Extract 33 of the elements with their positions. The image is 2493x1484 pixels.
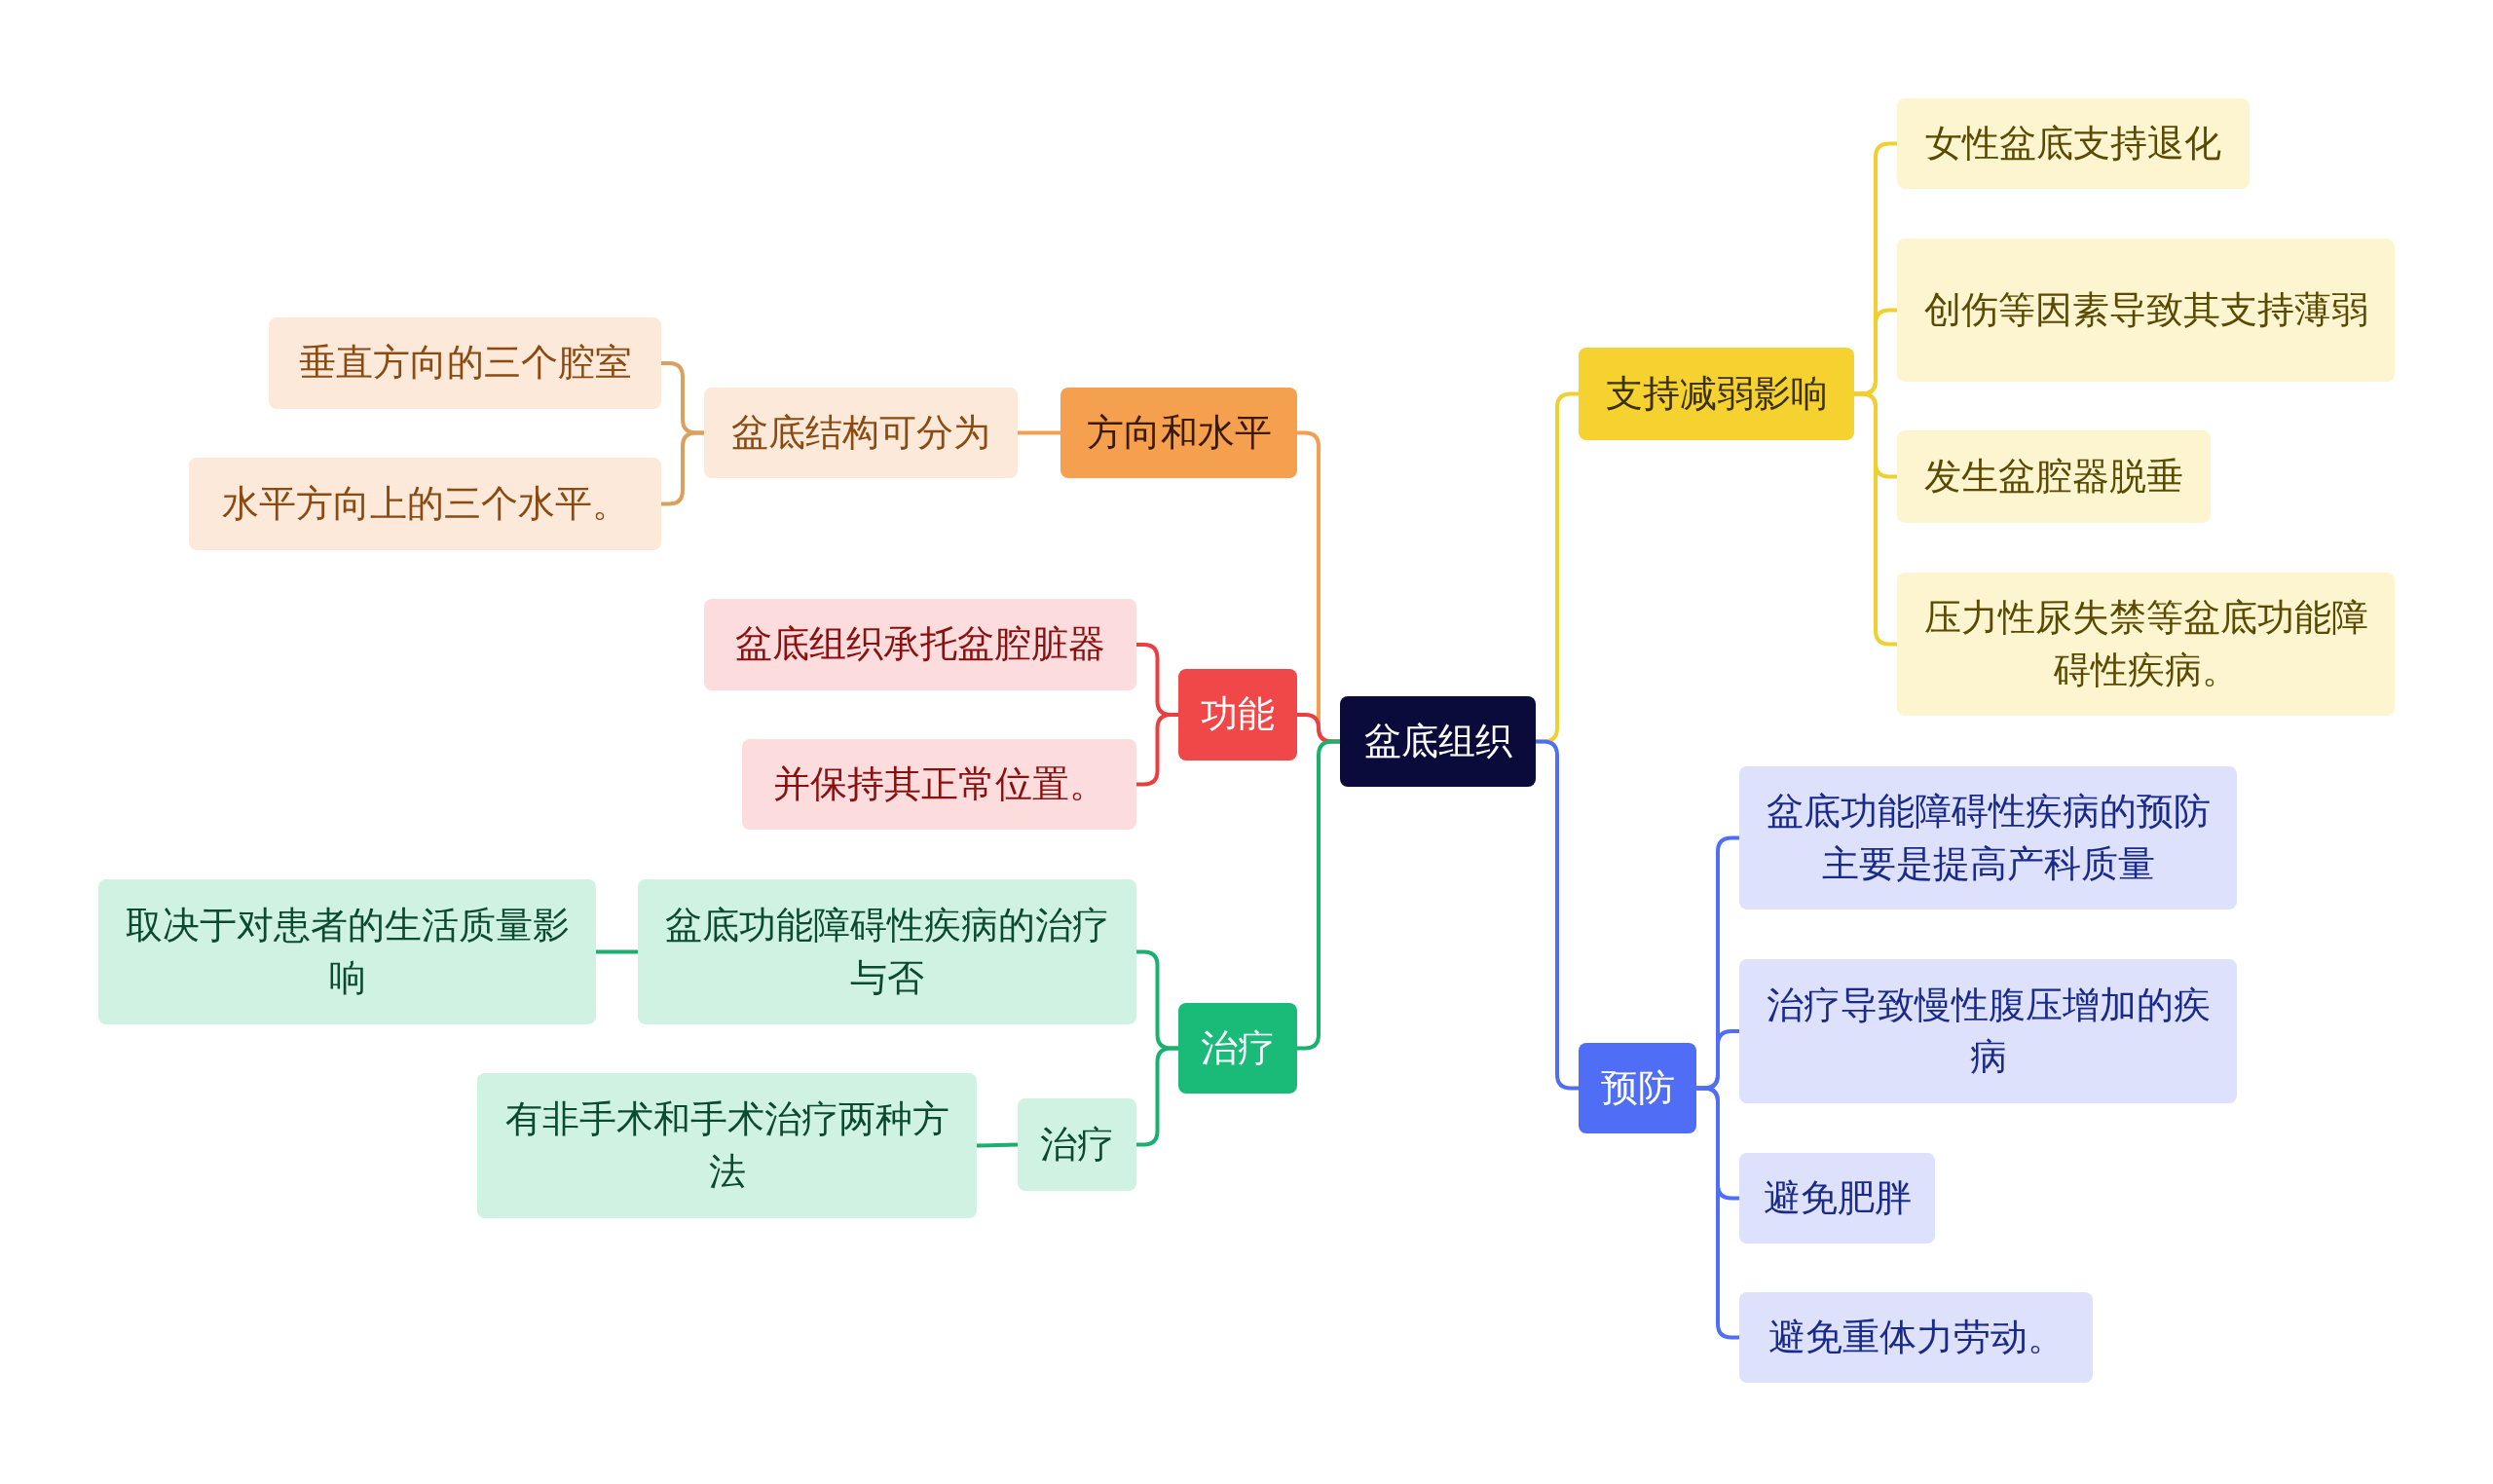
topic-box: 盆底组织承托盆腔脏器 xyxy=(704,599,1136,690)
topic-box: 功能 xyxy=(1178,669,1297,761)
topic-box: 盆底功能障碍性疾病的治疗与否 xyxy=(638,879,1136,1024)
connector-line xyxy=(1136,713,1178,787)
topic-box: 并保持其正常位置。 xyxy=(742,739,1136,830)
connector-line xyxy=(1018,430,1060,435)
topic-box: 预防 xyxy=(1579,1043,1696,1133)
topic-box: 有非手术和手术治疗两种方法 xyxy=(477,1073,977,1218)
connector-line xyxy=(976,1142,1019,1148)
topic-box: 取决于对患者的生活质量影响 xyxy=(98,879,596,1024)
connector-line xyxy=(596,949,638,954)
topic-box: 治疗导致慢性腹压增加的疾病 xyxy=(1739,959,2237,1103)
topic-box: 方向和水平 xyxy=(1060,388,1297,478)
topic-box: 水平方向上的三个水平。 xyxy=(189,458,661,550)
topic-box: 垂直方向的三个腔室 xyxy=(269,317,661,409)
topic-box: 治疗 xyxy=(1018,1098,1136,1191)
topic-box: 避免重体力劳动。 xyxy=(1739,1292,2093,1383)
topic-box: 盆底功能障碍性疾病的预防主要是提高产科质量 xyxy=(1739,766,2237,909)
topic-box: 压力性尿失禁等盆底功能障碍性疾病。 xyxy=(1897,573,2395,716)
topic-box: 避免肥胖 xyxy=(1739,1153,1935,1243)
connector-line xyxy=(1854,391,1897,647)
topic-box: 女性盆底支持退化 xyxy=(1897,98,2250,189)
topic-box: 发生盆腔器脱垂 xyxy=(1897,430,2211,523)
connector-line xyxy=(661,430,704,506)
topic-box: 创伤等因素导致其支持薄弱 xyxy=(1897,239,2395,382)
connector-line xyxy=(1136,1046,1178,1147)
topic-box: 治疗 xyxy=(1178,1003,1297,1094)
topic-box: 盆底组织 xyxy=(1340,696,1536,787)
connector-line xyxy=(1696,1086,1739,1340)
topic-box: 盆底结构可分为 xyxy=(704,388,1018,478)
connector-line xyxy=(1536,739,1579,1091)
connector-line xyxy=(1297,739,1340,1051)
topic-box: 支持减弱影响 xyxy=(1579,348,1854,440)
